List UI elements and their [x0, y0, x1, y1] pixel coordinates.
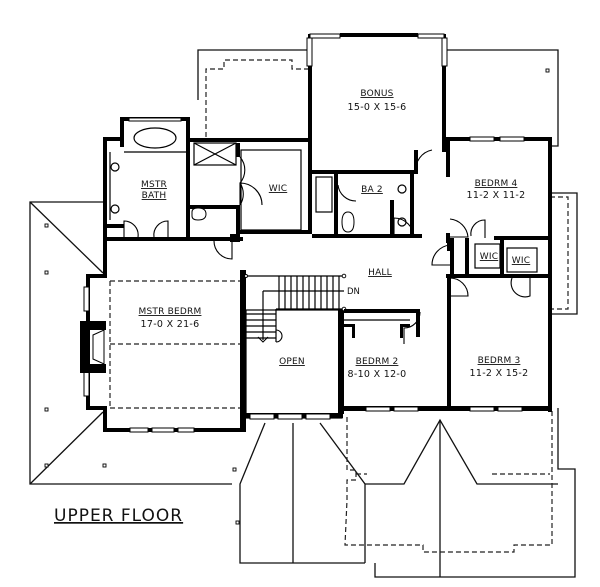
room-label-wic-a: WIC	[480, 252, 498, 262]
walls	[80, 33, 552, 433]
room-labels: BONUS 15-0 X 15-6 MSTR BATH WIC BA 2 BED…	[54, 89, 530, 526]
room-label-hall: HALL	[368, 268, 392, 278]
room-label-mstr-bath-2: BATH	[142, 191, 167, 201]
room-dims-bedrm4: 11-2 X 11-2	[467, 190, 526, 201]
staircase	[244, 273, 347, 343]
room-label-mstr-bath-1: MSTR	[141, 180, 167, 190]
roof-lines	[29, 49, 578, 578]
room-dims-bedrm3: 11-2 X 15-2	[470, 368, 529, 379]
room-label-bedrm4: BEDRM 4	[475, 179, 518, 189]
room-label-bonus: BONUS	[360, 89, 393, 99]
room-label-open: OPEN	[279, 357, 305, 367]
room-label-mstr-bedrm: MSTR BEDRM	[139, 307, 202, 317]
plan-title: UPPER FLOOR	[54, 506, 183, 526]
room-dims-mstr-bedrm: 17-0 X 21-6	[141, 319, 200, 330]
room-label-bedrm3: BEDRM 3	[478, 356, 521, 366]
room-label-bedrm2: BEDRM 2	[356, 357, 399, 367]
room-label-wic-master: WIC	[269, 184, 287, 194]
room-dims-bedrm2: 8-10 X 12-0	[348, 369, 407, 380]
stair-down-label: DN	[347, 287, 360, 297]
room-label-ba2: BA 2	[361, 185, 383, 195]
room-label-wic-b: WIC	[512, 256, 530, 266]
room-dims-bonus: 15-0 X 15-6	[348, 102, 407, 113]
doors	[123, 149, 531, 344]
